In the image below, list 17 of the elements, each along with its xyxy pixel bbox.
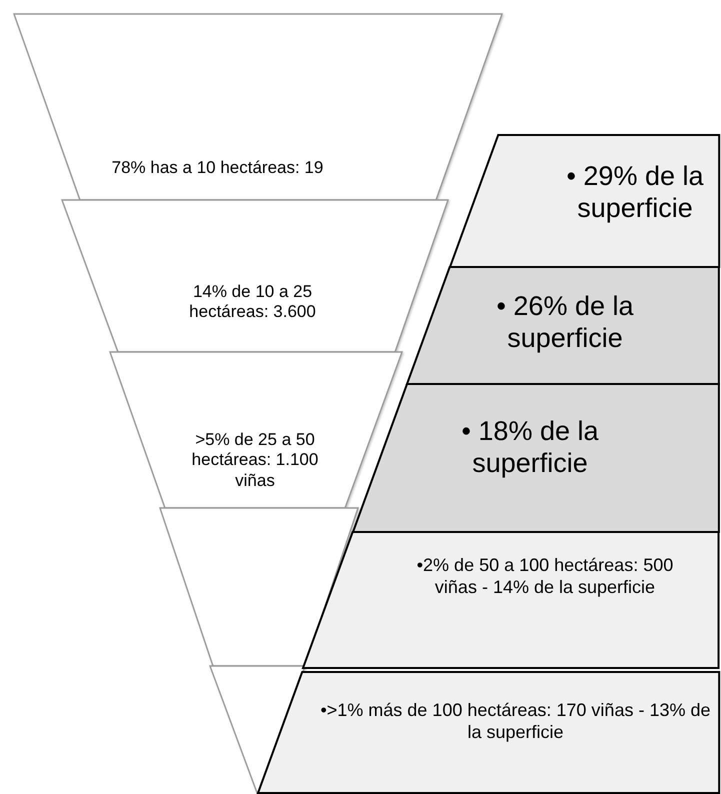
bullet-text: • 26% de la superficie — [495, 290, 634, 355]
funnel-segment — [61, 199, 449, 353]
bullet-text: •>1% más de 100 hectáreas: 170 viñas - 13% de la superficie — [319, 700, 712, 744]
percentage-band — [352, 383, 720, 533]
funnel-tip — [209, 665, 306, 794]
funnel-segment — [109, 351, 403, 509]
segment-label: >5% de 25 a 50 hectáreas: 1.100 viñas — [190, 430, 320, 492]
bullet-text: • 18% de la superficie — [460, 415, 600, 480]
bullet-text: •2% de 50 a 100 hectáreas: 500 viñas - 14% de la superficie — [416, 555, 674, 598]
segment-label: 78% has a 10 hectáreas: 19 — [110, 158, 324, 178]
percentage-band — [302, 531, 720, 669]
percentage-band — [448, 134, 720, 268]
percentage-band — [406, 266, 720, 385]
percentage-band — [256, 671, 720, 794]
segment-label: 14% de 10 a 25 hectáreas: 3.600 — [188, 282, 317, 323]
bullet-text: • 29% de la superficie — [565, 160, 704, 225]
funnel-segment — [13, 13, 503, 201]
